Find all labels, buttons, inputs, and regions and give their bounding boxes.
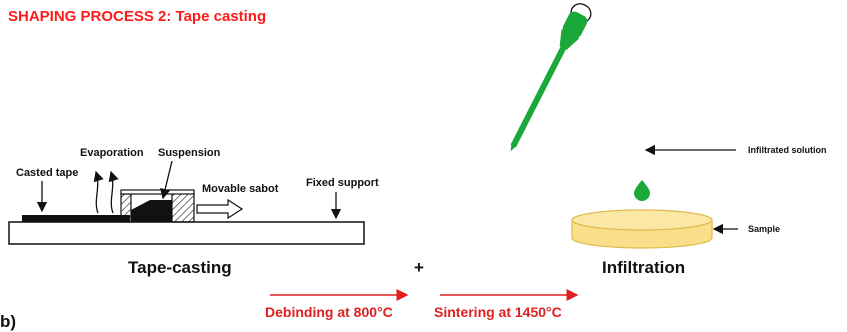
figure-title: SHAPING PROCESS 2: Tape casting — [8, 8, 267, 25]
sample-disc — [571, 209, 713, 249]
sabot-back-block — [171, 191, 195, 223]
evaporation-label: Evaporation — [80, 147, 144, 159]
sabot-front-blade — [120, 193, 132, 223]
casted-tape-label: Casted tape — [16, 167, 79, 179]
droplet — [634, 180, 650, 201]
evaporation-arrow-1 — [93, 170, 104, 214]
suspension-reservoir — [131, 200, 172, 222]
fixed-support-label: Fixed support — [306, 177, 379, 189]
tape-casting-caption: Tape-casting — [128, 258, 232, 277]
fixed-support-plate — [8, 221, 365, 245]
sintering-step-label: Sintering at 1450°C — [434, 304, 562, 320]
sample-label: Sample — [748, 224, 781, 234]
dropper — [510, 3, 592, 152]
debinding-step-label: Debinding at 800°C — [265, 304, 393, 320]
suspension-label: Suspension — [158, 147, 221, 159]
movable-sabot-label: Movable sabot — [202, 183, 279, 195]
suspension-pointer — [160, 160, 173, 200]
sabot-top-bar — [120, 189, 195, 195]
movable-sabot-arrow — [196, 198, 244, 220]
evaporation-arrow-2 — [108, 170, 119, 214]
infiltrated-solution-label: Infiltrated solution — [748, 145, 827, 155]
casted-tape-layer — [22, 215, 130, 222]
infiltration-caption: Infiltration — [602, 258, 686, 277]
panel-label-b: b) — [0, 312, 17, 331]
plus-sign: + — [414, 258, 424, 277]
